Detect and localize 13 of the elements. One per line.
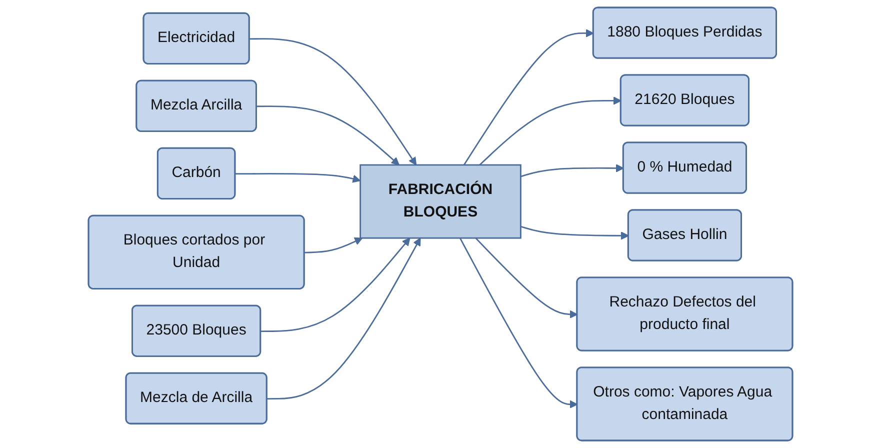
arrow	[304, 237, 363, 254]
arrow	[267, 238, 421, 400]
arrow	[475, 238, 578, 318]
arrow	[479, 96, 622, 166]
arrow	[250, 38, 417, 166]
arrow	[235, 173, 361, 183]
arrow	[260, 238, 410, 332]
arrow	[520, 164, 624, 178]
arrow	[256, 106, 400, 166]
arrow	[463, 29, 594, 166]
arrow	[459, 238, 578, 408]
arrow	[520, 226, 629, 240]
node-box: FABRICACIÓN BLOQUES	[360, 164, 522, 239]
